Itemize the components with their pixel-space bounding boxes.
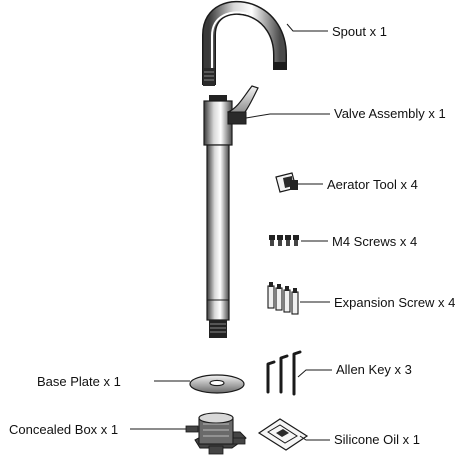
silicone-leader <box>299 435 330 441</box>
allen-label: Allen Key x 3 <box>336 362 412 377</box>
silicone-label: Silicone Oil x 1 <box>334 432 420 447</box>
spout-part <box>202 0 287 86</box>
m4-screws-part <box>269 235 299 246</box>
base-plate-part <box>189 374 245 394</box>
base-label: Base Plate x 1 <box>37 374 121 389</box>
allen-leader <box>297 369 332 378</box>
m4-label: M4 Screws x 4 <box>332 234 417 249</box>
concealed-label: Concealed Box x 1 <box>9 422 118 437</box>
spout-leader <box>286 23 328 32</box>
concealed-box-part <box>185 412 247 455</box>
silicone-oil-part <box>257 418 309 451</box>
valve-assembly-part <box>203 85 259 338</box>
expansion-screws-part <box>267 282 299 315</box>
aerator-tool-part <box>275 172 298 193</box>
expansion-label: Expansion Screw x 4 <box>334 295 455 310</box>
spout-label: Spout x 1 <box>332 24 387 39</box>
allen-keys-part <box>266 350 302 396</box>
valve-label: Valve Assembly x 1 <box>334 106 446 121</box>
aerator-label: Aerator Tool x 4 <box>327 177 418 192</box>
valve-leader <box>245 113 330 119</box>
